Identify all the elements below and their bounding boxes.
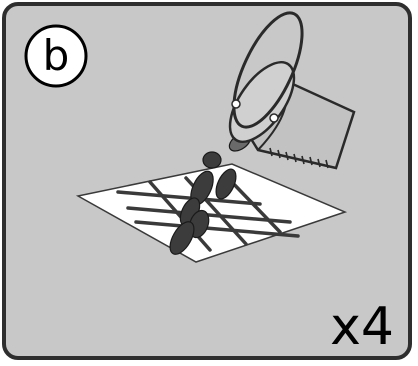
multiplier-label: x4 — [330, 297, 394, 357]
panel-label: b — [43, 31, 70, 80]
